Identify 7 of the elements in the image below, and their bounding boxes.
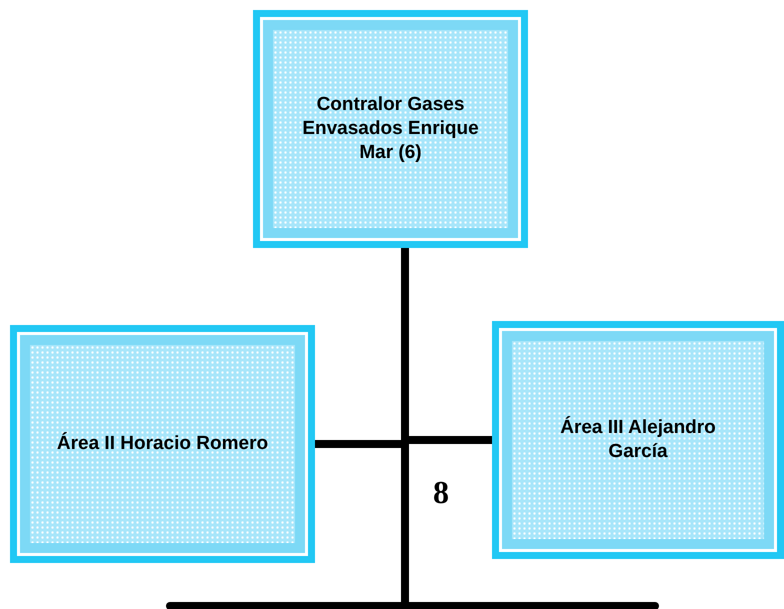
org-box: [253, 10, 528, 248]
node-label: Contralor Gases Envasados Enrique Mar (6): [301, 93, 480, 165]
org-box: [492, 321, 784, 559]
node-label: Área III Alejandro García: [559, 416, 717, 464]
org-box: [10, 325, 315, 563]
count-label: 8: [433, 474, 449, 510]
node-label: Área II Horacio Romero: [56, 432, 268, 456]
